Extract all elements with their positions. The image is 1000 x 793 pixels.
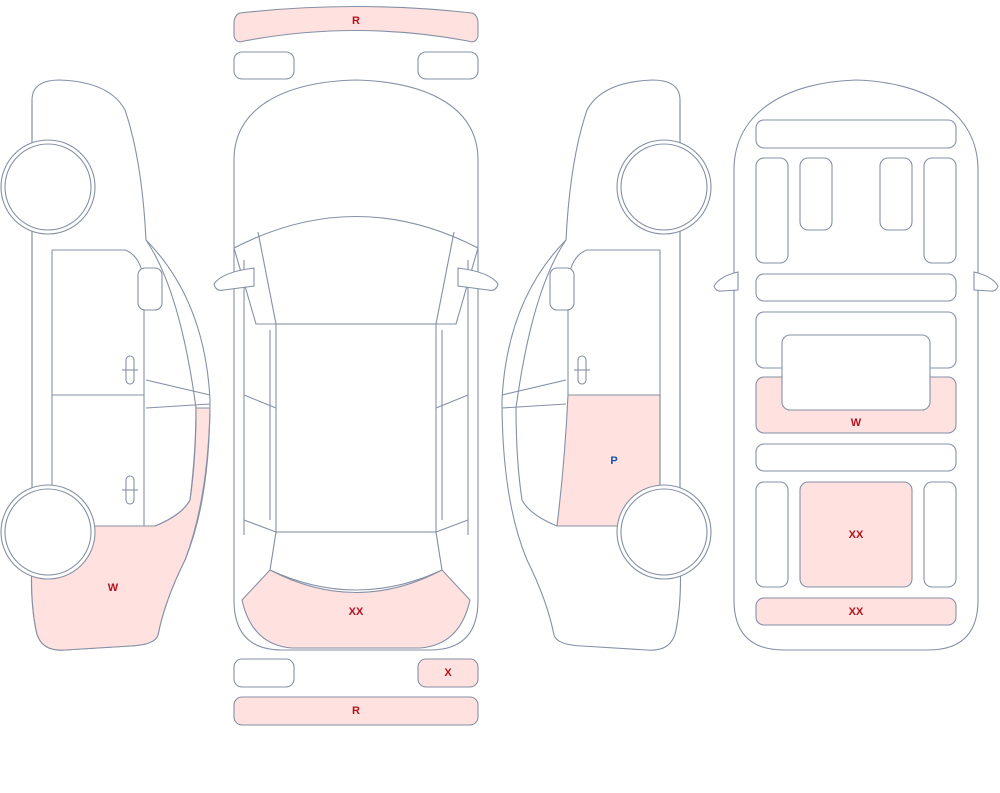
car-right-side-view (501, 79, 712, 651)
front-right-console-panel[interactable] (879, 157, 913, 231)
left-rear-wheel[interactable] (0, 484, 96, 580)
rear-sill-panel[interactable] (755, 597, 957, 626)
roof-rear-panel-label: W (851, 417, 862, 429)
front-left-console-panel[interactable] (799, 157, 833, 231)
right-front-wheel[interactable] (616, 139, 712, 235)
hood-label: XX (349, 606, 364, 618)
rear-right-corner-panel[interactable] (417, 658, 479, 688)
trunk-left-panel[interactable] (755, 481, 789, 588)
front-bumper-panel[interactable] (233, 5, 479, 43)
rear-left-corner-panel[interactable] (233, 658, 295, 688)
trunk-right-panel[interactable] (923, 481, 957, 588)
front-bumper-label: R (352, 15, 360, 27)
right-mirror[interactable] (457, 267, 499, 291)
right-side-mirror[interactable] (549, 267, 575, 311)
right-rear-door-label: P (610, 455, 617, 467)
car-left-side-view (0, 79, 211, 651)
rear-bumper-label: R (352, 705, 360, 717)
left-side-mirror[interactable] (137, 267, 163, 311)
front-right-corner-label: X (444, 667, 452, 679)
left-mirror[interactable] (213, 267, 255, 291)
dashboard-panel[interactable] (755, 119, 957, 149)
right-rear-wheel[interactable] (616, 484, 712, 580)
middle-bench-panel[interactable] (755, 273, 957, 302)
left-front-wheel[interactable] (0, 139, 96, 235)
front-right-headlight-panel[interactable] (417, 51, 479, 80)
trunk-lid-panel[interactable] (755, 443, 957, 472)
sunroof-panel[interactable] (781, 334, 931, 411)
roof-panel[interactable] (275, 323, 437, 533)
front-left-corner-panel[interactable] (233, 51, 295, 80)
cargo-floor-label: XX (849, 529, 864, 541)
rear-bumper-panel[interactable] (233, 696, 479, 726)
hood-panel[interactable] (241, 569, 471, 649)
rear-sill-label: XX (849, 606, 864, 618)
car-plan-view (713, 79, 999, 651)
car-top-view (213, 5, 499, 726)
damage-labels: R XX X R W P W XX XX (108, 15, 864, 717)
left-rear-quarter-label: W (108, 582, 119, 594)
windshield[interactable] (233, 216, 479, 325)
right-rear-door-panel[interactable] (556, 394, 661, 527)
cargo-floor-panel[interactable] (799, 481, 913, 588)
front-right-seat-panel[interactable] (923, 157, 957, 264)
front-left-seat-panel[interactable] (755, 157, 789, 264)
